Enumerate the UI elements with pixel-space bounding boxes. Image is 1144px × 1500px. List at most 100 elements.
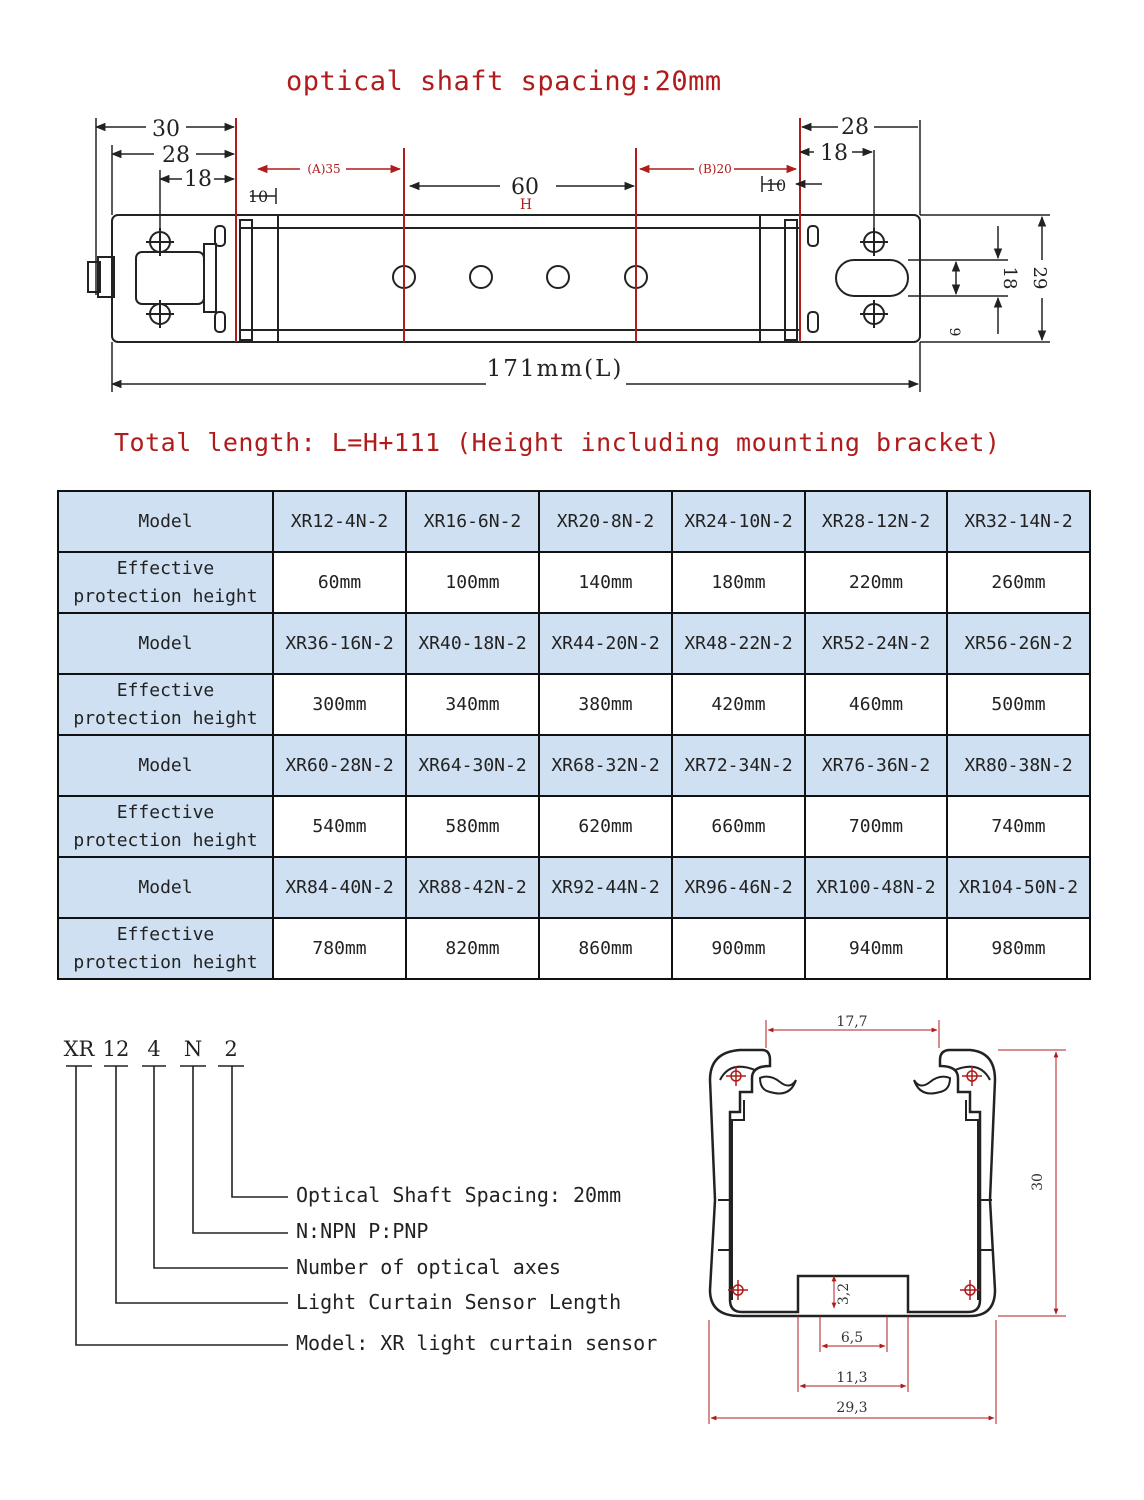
height-cell: 140mm [538,551,673,614]
height-cell: 460mm [804,673,948,736]
model-cell: XR80-38N-2 [946,734,1091,797]
model-cell: XR72-34N-2 [671,734,806,797]
model-cell: XR92-44N-2 [538,856,673,919]
height-cell: 340mm [405,673,540,736]
model-cell: XR32-14N-2 [946,490,1091,553]
profile-dim-height: 30 [1030,1173,1046,1191]
mounting-hole-icons [146,228,888,328]
height-cell: 940mm [804,917,948,980]
row-header-model: Model [57,490,274,553]
model-cell: XR52-24N-2 [804,612,948,675]
model-cell: XR16-6N-2 [405,490,540,553]
sensor-dimension-drawing: 30 28 18 10 60 10 28 18 171mm(L) 18 29 9… [87,115,1050,392]
code-part-output: N [184,1037,202,1061]
code-leader-lines [66,1065,288,1346]
model-cell: XR24-10N-2 [671,490,806,553]
code-label-model: Model: XR light curtain sensor [296,1331,658,1355]
model-cell: XR40-18N-2 [405,612,540,675]
code-label-output-type: N:NPN P:PNP [296,1219,429,1243]
code-label-axes: Number of optical axes [296,1255,561,1279]
height-cell: 500mm [946,673,1091,736]
row-header-height: Effective protection height [57,917,274,980]
profile-hole-icons [726,1066,982,1300]
model-cell: XR68-32N-2 [538,734,673,797]
dim-30: 30 [152,117,180,142]
dim-10-right: 10 [766,176,786,195]
dim-b-20: (B)20 [698,162,731,176]
height-cell: 860mm [538,917,673,980]
code-label-length: Light Curtain Sensor Length [296,1290,622,1314]
model-cell: XR88-42N-2 [405,856,540,919]
dim-28-right: 28 [841,115,869,140]
row-header-model: Model [57,734,274,797]
row-header-height: Effective protection height [57,795,274,858]
model-cell: XR96-46N-2 [671,856,806,919]
row-header-height: Effective protection height [57,673,274,736]
height-cell: 780mm [272,917,407,980]
height-cell: 180mm [671,551,806,614]
row-header-height: Effective protection height [57,551,274,614]
dim-18-side: 18 [999,267,1020,290]
reference-lines [235,118,801,342]
height-cell: 820mm [405,917,540,980]
height-cell: 540mm [272,795,407,858]
model-cell: XR36-16N-2 [272,612,407,675]
code-part-xr: XR [64,1037,96,1061]
height-cell: 380mm [538,673,673,736]
row-header-model: Model [57,856,274,919]
height-cell: 980mm [946,917,1091,980]
dim-18: 18 [184,167,212,192]
profile-dim-top-width: 17,7 [836,1014,867,1030]
height-cell: 300mm [272,673,407,736]
dim-9-side: 9 [946,328,962,337]
profile-dim-slot-width: 11,3 [836,1370,867,1386]
height-cell: 580mm [405,795,540,858]
model-cell: XR44-20N-2 [538,612,673,675]
model-cell: XR28-12N-2 [804,490,948,553]
code-label-spacing: Optical Shaft Spacing: 20mm [296,1183,622,1207]
dim-a-35: (A)35 [307,162,340,176]
profile-dim-slot-depth: 3,2 [836,1283,852,1305]
dim-10-left: 10 [248,187,268,206]
total-length-label: 171mm(L) [487,356,624,382]
height-cell: 220mm [804,551,948,614]
height-cell: 260mm [946,551,1091,614]
drawing-title: optical shaft spacing:20mm [286,66,722,97]
model-cell: XR60-28N-2 [272,734,407,797]
profile-outline [708,1048,997,1318]
height-cell: 60mm [272,551,407,614]
model-cell: XR20-8N-2 [538,490,673,553]
height-cell: 900mm [671,917,806,980]
height-cell: 620mm [538,795,673,858]
code-part-spacing: 2 [224,1037,237,1061]
model-cell: XR48-22N-2 [671,612,806,675]
dim-60: 60 [511,175,539,200]
height-cell: 660mm [671,795,806,858]
model-cell: XR100-48N-2 [804,856,948,919]
row-header-model: Model [57,612,274,675]
model-cell: XR64-30N-2 [405,734,540,797]
code-part-length: 12 [103,1037,130,1061]
model-cell: XR76-36N-2 [804,734,948,797]
profile-dim-slot-opening: 6,5 [841,1330,863,1346]
model-cell: XR104-50N-2 [946,856,1091,919]
height-cell: 100mm [405,551,540,614]
dim-28: 28 [162,143,190,168]
profile-dim-total-width: 29,3 [836,1400,867,1416]
dim-18-right: 18 [820,141,848,166]
model-cell: XR56-26N-2 [946,612,1091,675]
code-part-axes: 4 [147,1037,160,1061]
height-cell: 700mm [804,795,948,858]
height-cell: 420mm [671,673,806,736]
dim-h: H [520,197,532,213]
height-cell: 740mm [946,795,1091,858]
model-cell: XR12-4N-2 [272,490,407,553]
